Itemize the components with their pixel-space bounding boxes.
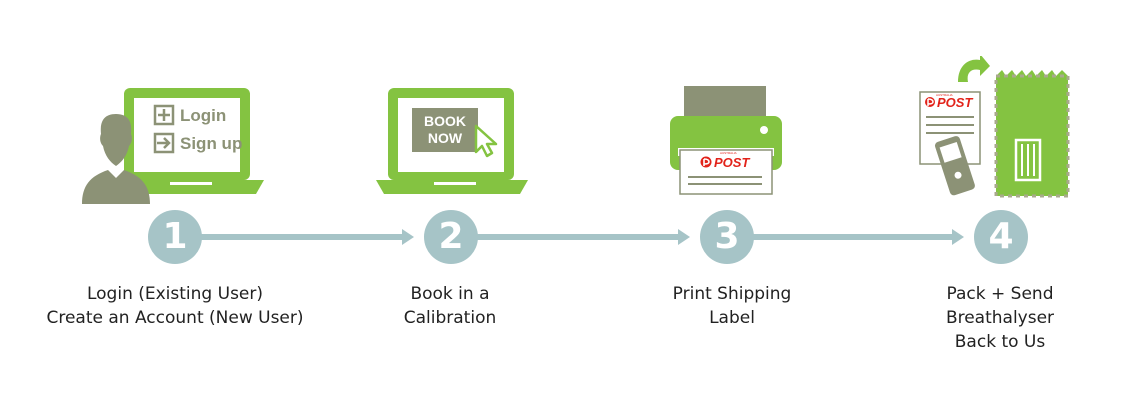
breathalyser-icon <box>934 136 975 196</box>
user-silhouette-icon <box>82 114 150 204</box>
sign-in-icon <box>153 132 175 154</box>
step-3-label-line-2: Label <box>709 308 755 328</box>
step-1-label: Login (Existing User) Create an Account … <box>35 282 315 330</box>
arrow-head-2 <box>402 229 414 245</box>
cursor-icon <box>474 124 498 158</box>
printer-icon: AUSTRALIA POST <box>670 86 782 195</box>
book-now-button-graphic <box>412 108 478 152</box>
signup-option: Sign up <box>180 134 242 153</box>
australia-post-logo-icon <box>700 156 712 168</box>
step-4-number: 4 <box>974 210 1028 264</box>
connector-1-2 <box>196 234 402 240</box>
step-2-label-line-2: Calibration <box>403 308 497 328</box>
step-4-label: Pack + Send Breathalyser Back to Us <box>900 282 1100 354</box>
post-brand-text: POST <box>937 95 973 110</box>
shipping-label-graphic: AUSTRALIA POST <box>679 149 773 195</box>
step-4-label-line-1: Pack + Send <box>946 284 1054 304</box>
connector-2-3 <box>474 234 678 240</box>
post-brand-text: POST <box>714 155 750 170</box>
step-3-label-line-1: Print Shipping <box>672 284 792 304</box>
step-3-number: 3 <box>700 210 754 264</box>
plus-icon <box>153 104 175 126</box>
connector-3-4 <box>750 234 952 240</box>
step-4-label-line-2: Breathalyser <box>945 308 1055 328</box>
post-small-text: AUSTRALIA <box>720 151 737 155</box>
arrow-head-3 <box>678 229 690 245</box>
book-now-line-1: BOOK <box>424 113 466 129</box>
step-1-number: 1 <box>148 210 202 264</box>
post-small-text: AUSTRALIA <box>936 93 953 97</box>
login-option: Login <box>180 106 226 125</box>
step-1-label-line-2: Create an Account (New User) <box>46 308 304 328</box>
return-arrow-icon <box>958 56 990 82</box>
login-laptop-icon: Login Sign up <box>82 88 264 204</box>
step-2-label: Book in a Calibration <box>350 282 550 330</box>
step-2-number: 2 <box>424 210 478 264</box>
book-now-line-2: NOW <box>428 130 463 146</box>
step-4-label-line-3: Back to Us <box>954 332 1046 352</box>
envelope-icon <box>994 70 1070 198</box>
pack-send-icon: AUSTRALIA POST <box>919 56 1070 198</box>
step-3-label: Print Shipping Label <box>632 282 832 330</box>
step-1-label-line-1: Login (Existing User) <box>86 284 264 304</box>
arrow-head-4 <box>952 229 964 245</box>
step-2-label-line-1: Book in a <box>410 284 490 304</box>
booking-laptop-icon: BOOK NOW <box>376 88 528 194</box>
